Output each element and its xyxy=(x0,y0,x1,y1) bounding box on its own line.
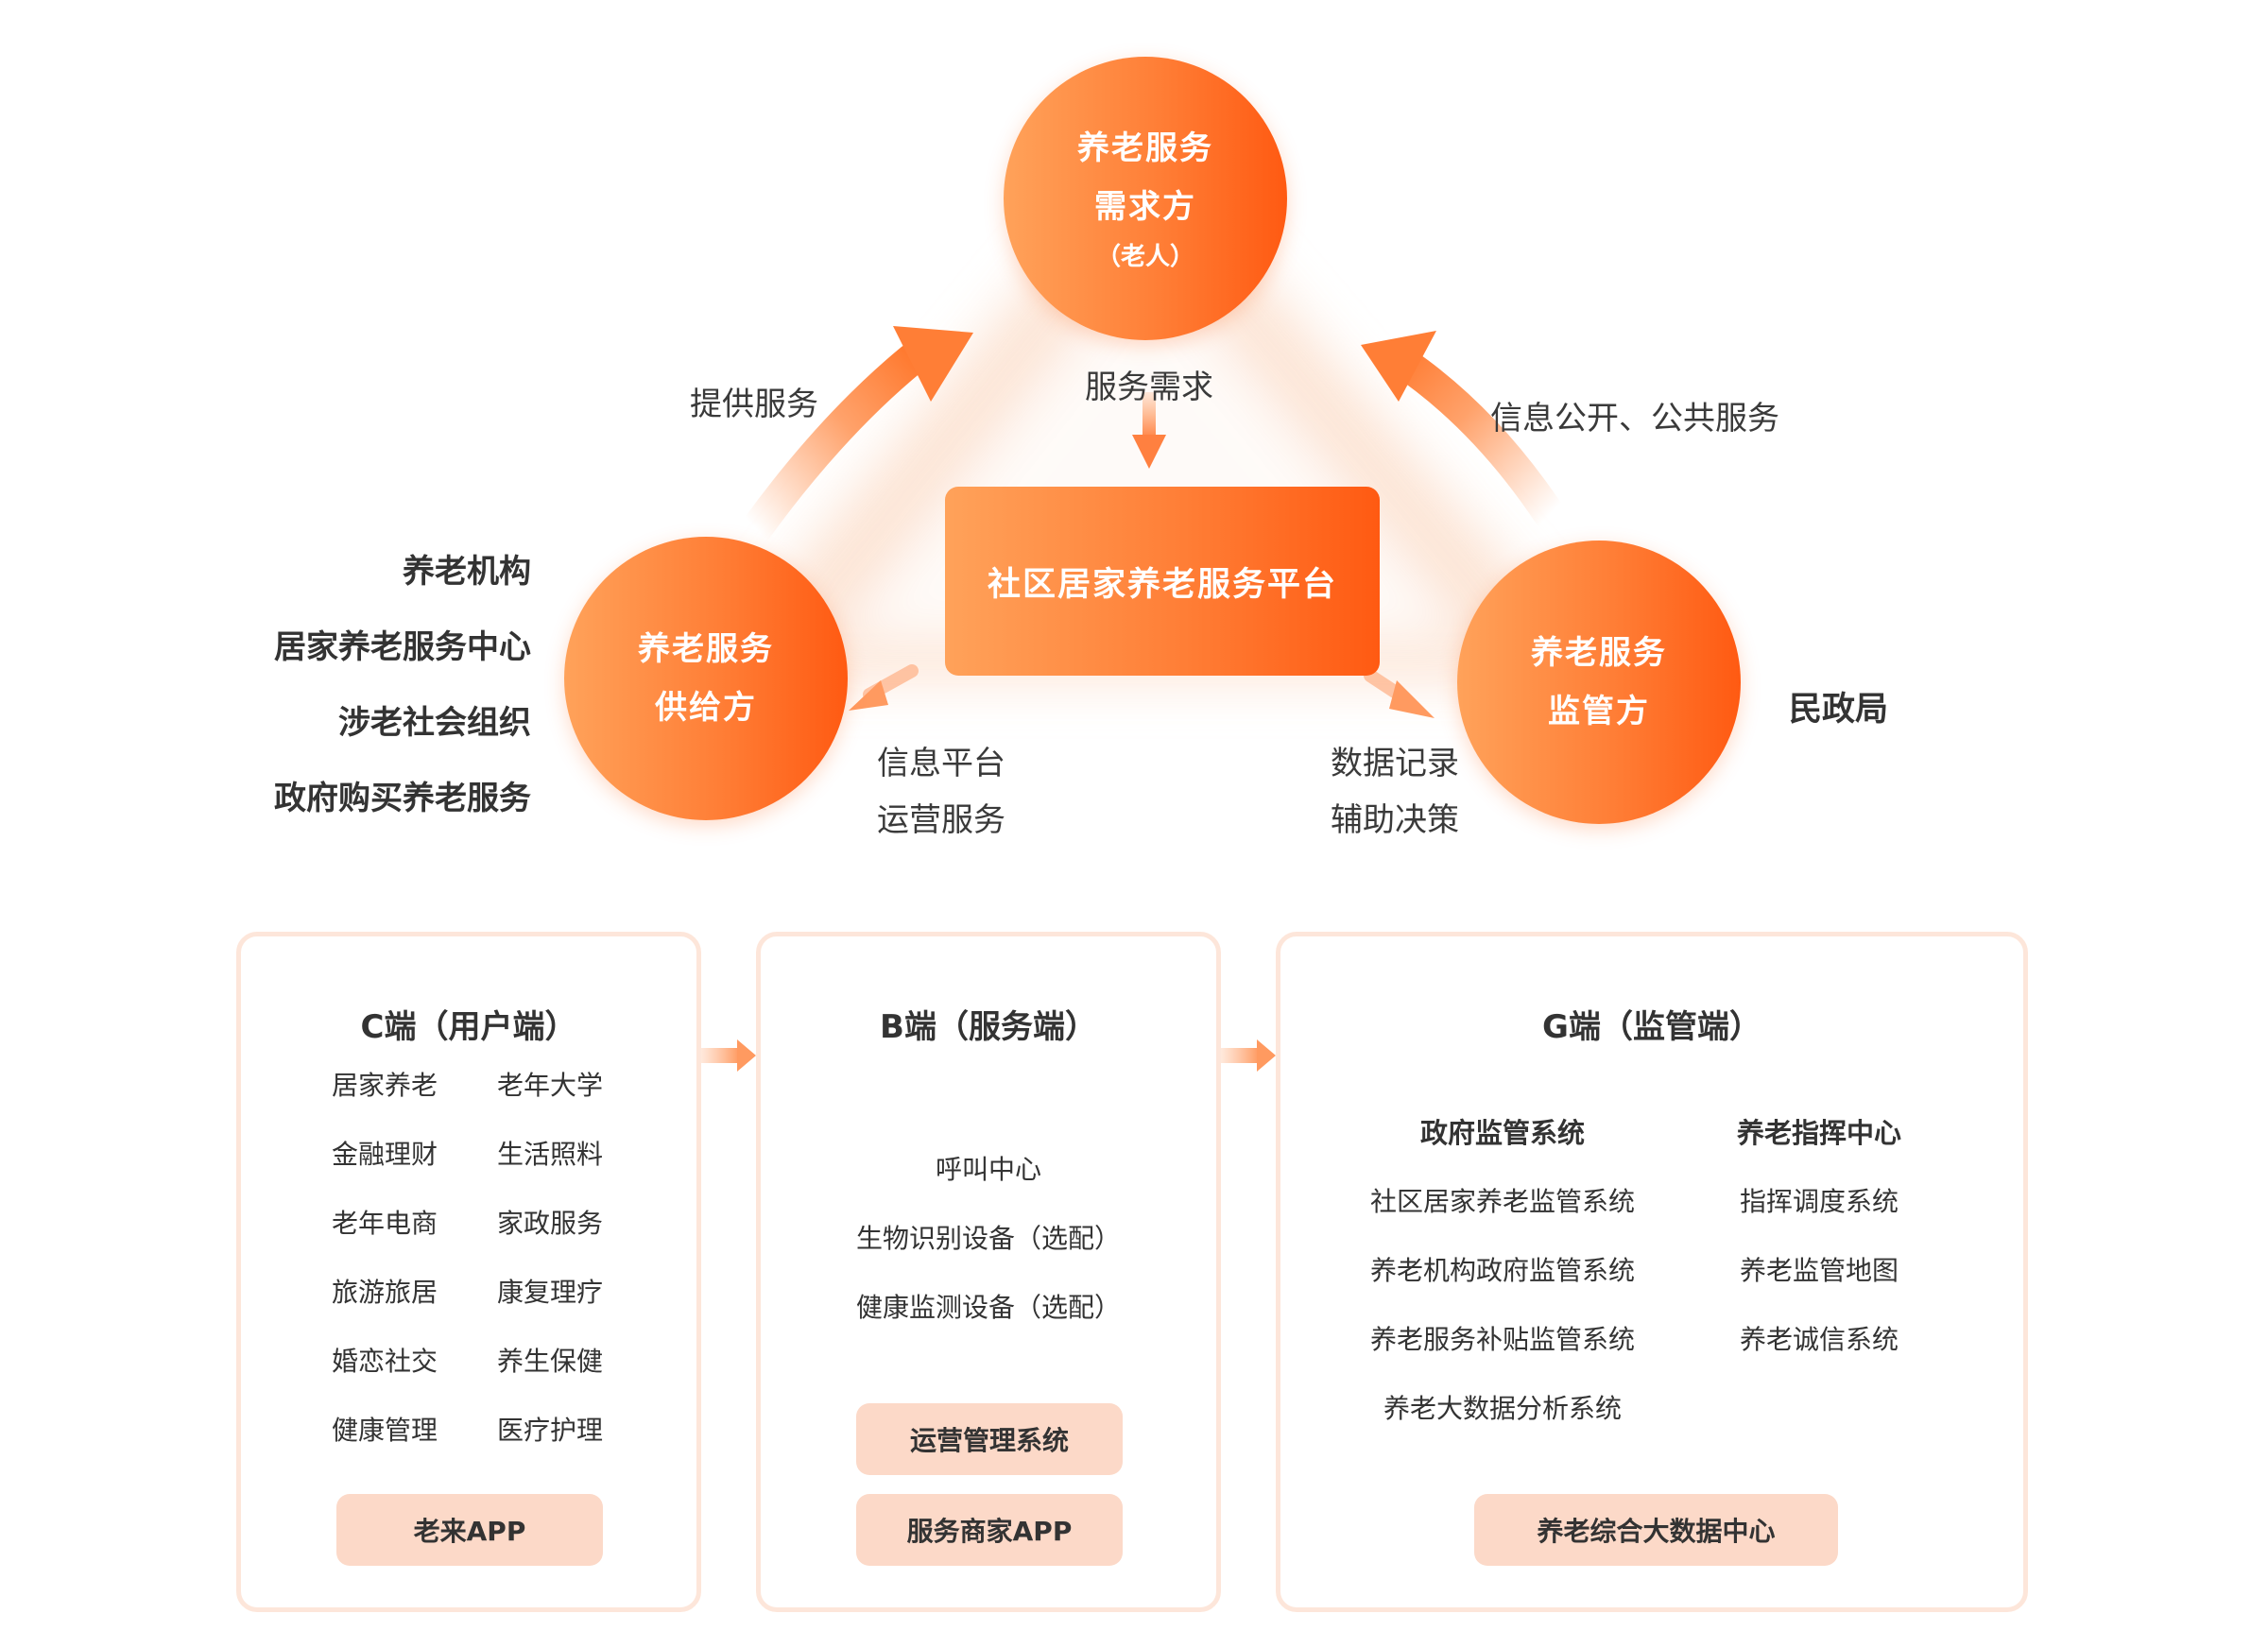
demand-line2: 需求方 xyxy=(1094,188,1196,226)
regulator-line1: 养老服务 xyxy=(1531,634,1667,672)
c-item: 康复理疗 xyxy=(497,1277,604,1308)
supply-list-item: 居家养老服务中心 xyxy=(274,628,531,666)
g-col-gov-system: 政府监管系统 社区居家养老监管系统 养老机构政府监管系统 养老服务补贴监管系统 … xyxy=(1347,1114,1658,1459)
c-item: 老年电商 xyxy=(332,1208,438,1239)
arrow-to-regulator xyxy=(1364,669,1435,718)
arrow-b-to-g xyxy=(1221,1039,1276,1072)
demand-line3: （老人） xyxy=(1095,243,1194,271)
label-aux-decision: 辅助决策 xyxy=(1331,801,1459,839)
b-item: 生物识别设备（选配） xyxy=(855,1223,1121,1254)
circle-supply-side: 养老服务 供给方 xyxy=(564,537,848,820)
label-ops-service: 运营服务 xyxy=(877,801,1005,839)
label-data-record: 数据记录 xyxy=(1331,745,1459,782)
arrow-service-need xyxy=(1132,392,1166,469)
g-col2-item: 指挥调度系统 xyxy=(1739,1186,1899,1217)
label-info-platform: 信息平台 xyxy=(877,745,1005,782)
g-col2-item: 养老监管地图 xyxy=(1739,1255,1899,1286)
regulator-line2: 监管方 xyxy=(1548,693,1650,730)
supply-line1: 养老服务 xyxy=(638,630,774,668)
label-info-platform-group: 信息平台 运营服务 xyxy=(877,735,1005,849)
supply-line2: 供给方 xyxy=(655,689,757,727)
panel-c-items: 居家养老 老年大学 金融理财 生活照料 老年电商 家政服务 旅游旅居 康复理疗 … xyxy=(332,1067,634,1481)
supply-list-item: 养老机构 xyxy=(403,553,531,591)
arrow-provide-service xyxy=(740,326,973,545)
arrow-info-public xyxy=(1361,331,1566,531)
panel-g-regulator: G端（监管端） 政府监管系统 社区居家养老监管系统 养老机构政府监管系统 养老服… xyxy=(1276,932,2028,1612)
supply-list-item: 涉老社会组织 xyxy=(338,704,531,742)
demand-line1: 养老服务 xyxy=(1077,129,1213,167)
g-col-command-center: 养老指挥中心 指挥调度系统 养老监管地图 养老诚信系统 xyxy=(1701,1114,1937,1390)
b-ops-pill: 运营管理系统 xyxy=(856,1403,1123,1475)
c-item: 旅游旅居 xyxy=(332,1277,438,1308)
label-data-group: 数据记录 辅助决策 xyxy=(1331,735,1459,849)
c-item: 老年大学 xyxy=(497,1070,604,1101)
g-col2-item: 养老诚信系统 xyxy=(1739,1324,1899,1355)
b-merchant-app-pill: 服务商家APP xyxy=(856,1494,1123,1566)
platform-box: 社区居家养老服务平台 xyxy=(945,487,1380,676)
c-item: 医疗护理 xyxy=(497,1415,604,1446)
circle-regulator-side: 养老服务 监管方 xyxy=(1457,541,1741,824)
panel-c-title: C端（用户端） xyxy=(360,1008,577,1046)
g-col2-heading: 养老指挥中心 xyxy=(1736,1117,1901,1149)
c-app-pill: 老来APP xyxy=(336,1494,603,1566)
b-item: 呼叫中心 xyxy=(935,1154,1041,1185)
panel-b-service: B端（服务端） 呼叫中心 生物识别设备（选配） 健康监测设备（选配） 运营管理系… xyxy=(756,932,1221,1612)
panel-b-items: 呼叫中心 生物识别设备（选配） 健康监测设备（选配） xyxy=(761,1135,1216,1342)
g-col1-item: 社区居家养老监管系统 xyxy=(1369,1186,1635,1217)
c-item: 健康管理 xyxy=(332,1415,438,1446)
label-provide-service: 提供服务 xyxy=(690,386,818,423)
panel-g-title: G端（监管端） xyxy=(1542,1008,1761,1046)
g-col1-item: 养老服务补贴监管系统 xyxy=(1369,1324,1635,1355)
supply-list-item: 政府购买养老服务 xyxy=(274,780,531,817)
g-bigdata-center-pill: 养老综合大数据中心 xyxy=(1474,1494,1838,1566)
arrow-to-supply xyxy=(849,664,919,711)
g-col1-item: 养老机构政府监管系统 xyxy=(1369,1255,1635,1286)
c-item: 养生保健 xyxy=(497,1346,604,1377)
arrow-c-to-b xyxy=(701,1039,756,1072)
b-item: 健康监测设备（选配） xyxy=(855,1292,1121,1323)
label-service-need: 服务需求 xyxy=(1085,369,1213,406)
regulator-name: 民政局 xyxy=(1789,691,1889,729)
c-item: 婚恋社交 xyxy=(332,1346,438,1377)
g-col1-item: 养老大数据分析系统 xyxy=(1383,1393,1622,1424)
c-item: 居家养老 xyxy=(332,1070,438,1101)
c-item: 家政服务 xyxy=(497,1208,604,1239)
label-info-public: 信息公开、公共服务 xyxy=(1490,400,1779,438)
panel-b-title: B端（服务端） xyxy=(880,1008,1097,1046)
circle-demand-side: 养老服务 需求方 （老人） xyxy=(1004,57,1287,340)
g-col1-heading: 政府监管系统 xyxy=(1419,1117,1585,1149)
c-item: 生活照料 xyxy=(497,1139,604,1170)
c-item: 金融理财 xyxy=(332,1139,438,1170)
supply-list: 养老机构 居家养老服务中心 涉老社会组织 政府购买养老服务 xyxy=(274,534,531,836)
panel-c-user: C端（用户端） 居家养老 老年大学 金融理财 生活照料 老年电商 家政服务 旅游… xyxy=(236,932,701,1612)
